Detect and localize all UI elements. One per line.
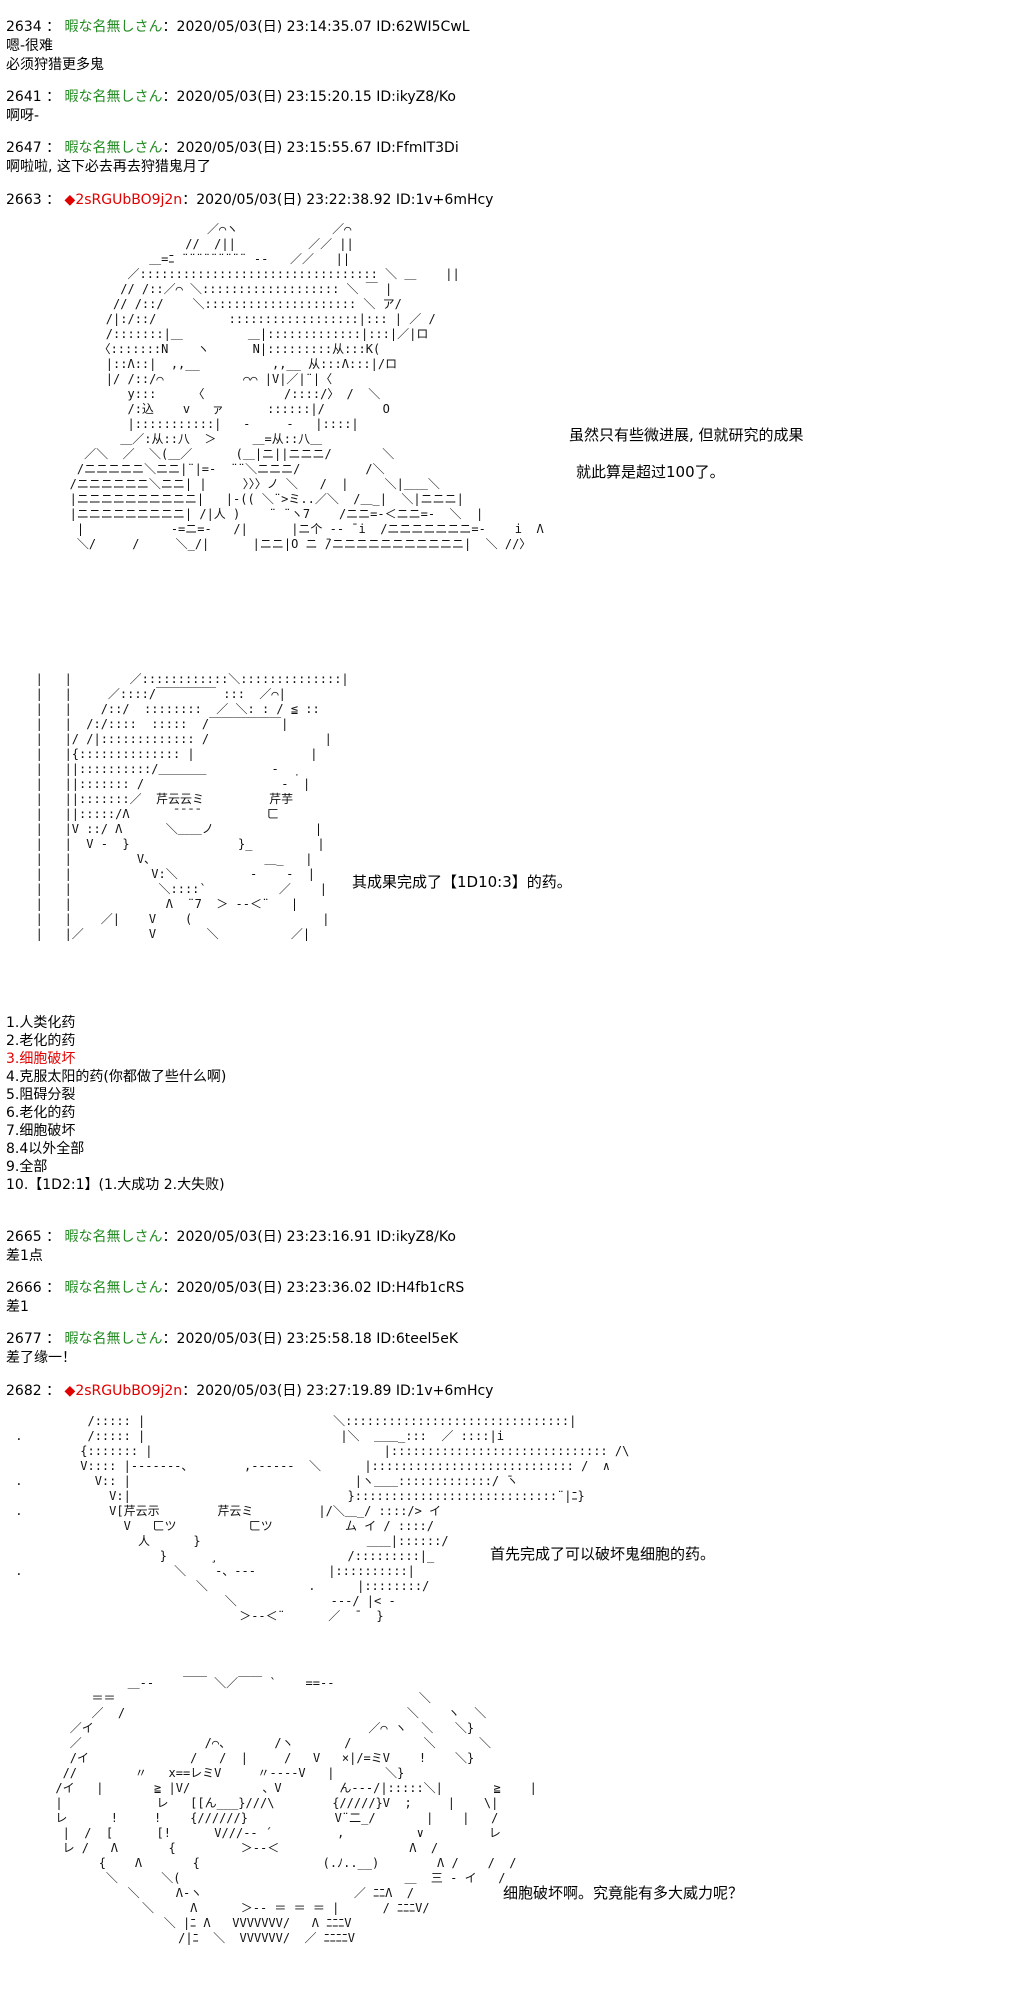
post-2634: 2634 ： 暇な名無しさん：2020/05/03(日) 23:14:35.07… xyxy=(6,18,470,75)
post-2647: 2647 ： 暇な名無しさん：2020/05/03(日) 23:15:55.67… xyxy=(6,139,459,177)
poster-id: ID:1v+6mHcy xyxy=(395,192,494,208)
post-header: 2665 ： 暇な名無しさん：2020/05/03(日) 23:23:16.91… xyxy=(6,1229,456,1245)
choice-item-selected: 3.细胞破坏 xyxy=(6,1051,76,1067)
post-body-line: 必须狩猎更多鬼 xyxy=(6,57,104,73)
poster-name: 暇な名無しさん xyxy=(64,89,163,105)
post-body-line: 差1 xyxy=(6,1299,29,1315)
post-2677: 2677 ： 暇な名無しさん：2020/05/03(日) 23:25:58.18… xyxy=(6,1330,458,1368)
post-date: 2020/05/03(日) 23:27:19.89 xyxy=(196,1383,392,1399)
poster-id: ID:ikyZ8/Ko xyxy=(376,89,456,105)
choice-item: 4.克服太阳的药(你都做了些什么啊) xyxy=(6,1069,227,1085)
post-header: 2641 ： 暇な名無しさん：2020/05/03(日) 23:15:20.15… xyxy=(6,89,456,105)
poster-name: 暇な名無しさん xyxy=(64,19,163,35)
choice-item: 9.全部 xyxy=(6,1159,48,1175)
post-body-line: 啊呀- xyxy=(6,108,40,124)
poster-id: ID:FfmIT3Di xyxy=(376,140,459,156)
post-number[interactable]: 2677 xyxy=(6,1331,42,1347)
post-header: 2634 ： 暇な名無しさん：2020/05/03(日) 23:14:35.07… xyxy=(6,19,470,35)
post-date: 2020/05/03(日) 23:15:55.67 xyxy=(176,140,372,156)
poster-name: 暇な名無しさん xyxy=(64,1280,163,1296)
poster-id: ID:62WI5CwL xyxy=(376,19,470,35)
choice-item: 7.细胞破坏 xyxy=(6,1123,76,1139)
poster-id: ID:H4fb1cRS xyxy=(376,1280,465,1296)
poster-name: ◆2sRGUbBO9j2n xyxy=(64,1383,183,1399)
post-header: 2663 ： ◆2sRGUbBO9j2n：2020/05/03(日) 23:22… xyxy=(6,192,494,208)
poster-id: ID:ikyZ8/Ko xyxy=(376,1229,456,1245)
post-body-line: 差1点 xyxy=(6,1248,43,1264)
choice-item: 1.人类化药 xyxy=(6,1015,76,1031)
poster-name: 暇な名無しさん xyxy=(64,1229,163,1245)
post-date: 2020/05/03(日) 23:23:16.91 xyxy=(176,1229,372,1245)
choice-list: 1.人类化药 2.老化的药 3.细胞破坏 4.克服太阳的药(你都做了些什么啊) … xyxy=(6,1014,226,1194)
post-header: 2682 ： ◆2sRGUbBO9j2n：2020/05/03(日) 23:27… xyxy=(6,1383,494,1399)
caption: 虽然只有些微进展, 但就研究的成果 xyxy=(569,426,804,444)
post-header: 2647 ： 暇な名無しさん：2020/05/03(日) 23:15:55.67… xyxy=(6,140,459,156)
choice-item: 8.4以外全部 xyxy=(6,1141,85,1157)
post-body-line: 差了缘一！ xyxy=(6,1350,76,1366)
poster-id: ID:1v+6mHcy xyxy=(395,1383,494,1399)
caption: 就此算是超过100了。 xyxy=(576,463,725,481)
ascii-art-character-3: /::::: | ＼::::::::::::::::::::::::::::::… xyxy=(15,1414,630,1623)
poster-name: ◆2sRGUbBO9j2n xyxy=(64,192,183,208)
caption: 其成果完成了【1D10:3】的药。 xyxy=(352,873,572,891)
post-2641: 2641 ： 暇な名無しさん：2020/05/03(日) 23:15:20.15… xyxy=(6,88,456,126)
post-number[interactable]: 2665 xyxy=(6,1229,42,1245)
choice-item: 5.阻碍分裂 xyxy=(6,1087,76,1103)
post-body-line: 嗯-很难 xyxy=(6,38,54,54)
post-number[interactable]: 2641 xyxy=(6,89,42,105)
post-number[interactable]: 2682 xyxy=(6,1383,42,1399)
post-2682: 2682 ： ◆2sRGUbBO9j2n：2020/05/03(日) 23:27… xyxy=(6,1382,493,1401)
post-date: 2020/05/03(日) 23:14:35.07 xyxy=(176,19,372,35)
post-2663: 2663 ： ◆2sRGUbBO9j2n：2020/05/03(日) 23:22… xyxy=(6,191,493,210)
poster-name: 暇な名無しさん xyxy=(64,140,163,156)
post-number[interactable]: 2663 xyxy=(6,192,42,208)
post-date: 2020/05/03(日) 23:15:20.15 xyxy=(176,89,372,105)
post-date: 2020/05/03(日) 23:23:36.02 xyxy=(176,1280,372,1296)
post-body-line: 啊啦啦, 这下必去再去狩猎鬼月了 xyxy=(6,159,211,175)
post-header: 2677 ： 暇な名無しさん：2020/05/03(日) 23:25:58.18… xyxy=(6,1331,459,1347)
post-2665: 2665 ： 暇な名無しさん：2020/05/03(日) 23:23:16.91… xyxy=(6,1228,456,1266)
post-date: 2020/05/03(日) 23:25:58.18 xyxy=(176,1331,372,1347)
ascii-art-character-2: | | ／::::::::::::＼::::::::::::::| | | ／:… xyxy=(35,672,349,941)
choice-item: 2.老化的药 xyxy=(6,1033,76,1049)
caption: 首先完成了可以破坏鬼细胞的药。 xyxy=(490,1545,716,1563)
caption: 细胞破坏啊。究竟能有多大威力呢？ xyxy=(503,1884,744,1902)
ascii-art-character-1: ／⌒ヽ ／⌒ // /|| ／／ || ＿=ﾆ ¨¨¨¨¨¨¨¨¨ ‐- ／／ … xyxy=(69,222,544,551)
post-date: 2020/05/03(日) 23:22:38.92 xyxy=(196,192,392,208)
choice-item: 10.【1D2:1】(1.大成功 2.大失败) xyxy=(6,1177,225,1193)
post-number[interactable]: 2647 xyxy=(6,140,42,156)
choice-item: 6.老化的药 xyxy=(6,1105,76,1121)
poster-id: ID:6teel5eK xyxy=(376,1331,459,1347)
post-number[interactable]: 2666 xyxy=(6,1280,42,1296)
ascii-art-character-4: ＿‐‐ ￣￣ ＼／￣￣ ` ==‐‐ ＝＝ ＼ ／ / ＼ ヽ ＼ ／イ ／⌒ … xyxy=(55,1676,537,1945)
post-number[interactable]: 2634 xyxy=(6,19,42,35)
post-header: 2666 ： 暇な名無しさん：2020/05/03(日) 23:23:36.02… xyxy=(6,1280,465,1296)
post-2666: 2666 ： 暇な名無しさん：2020/05/03(日) 23:23:36.02… xyxy=(6,1279,464,1317)
poster-name: 暇な名無しさん xyxy=(64,1331,163,1347)
